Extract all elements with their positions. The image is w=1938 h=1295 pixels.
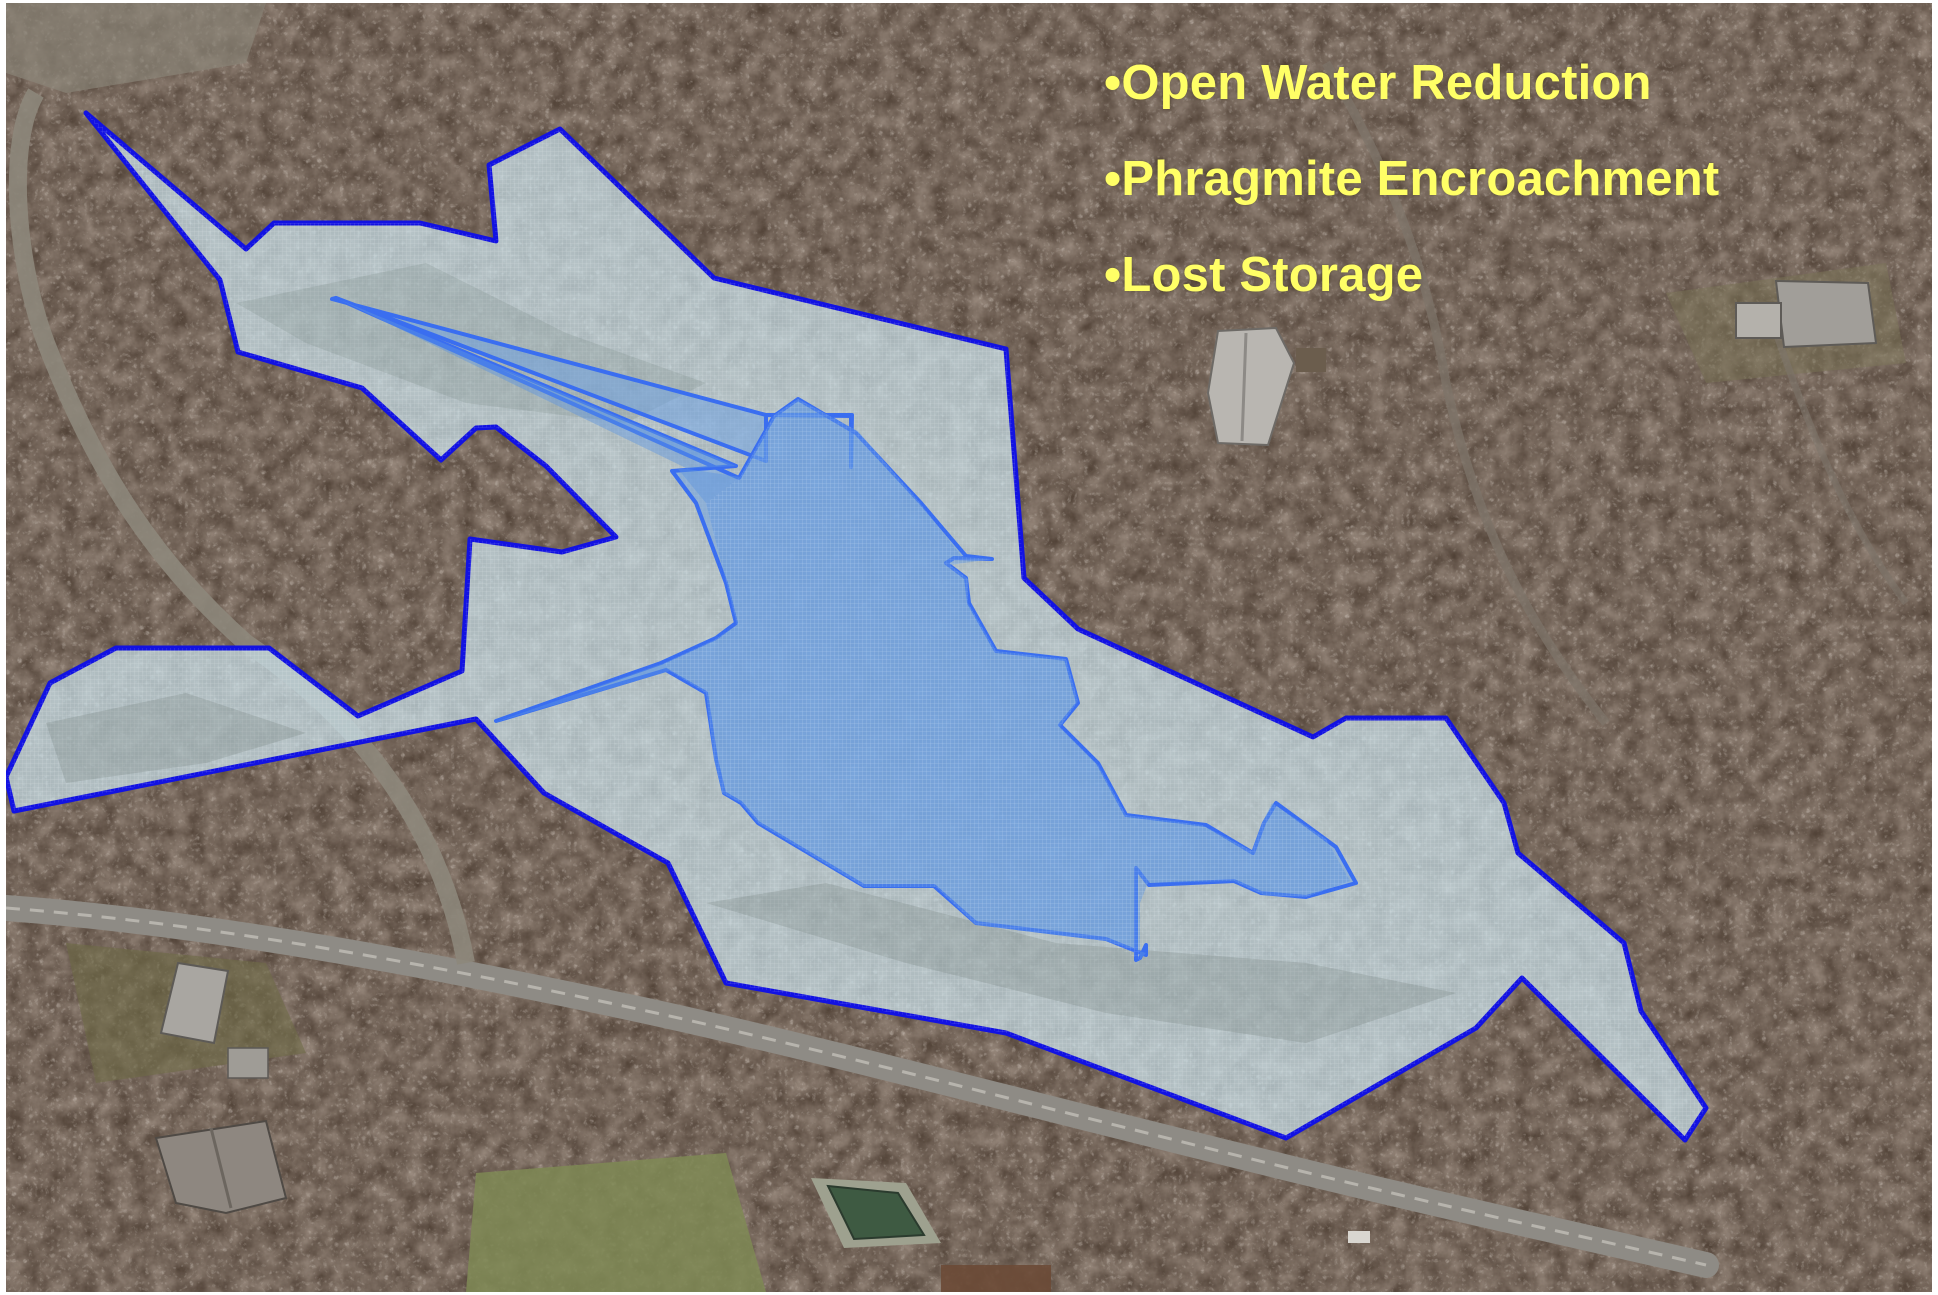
house-roof-icon — [1774, 279, 1878, 349]
aerial-map-canvas — [6, 3, 1932, 1292]
house-southwest — [154, 1119, 288, 1215]
bullet-open-water-reduction: •Open Water Reduction — [1104, 56, 1652, 110]
bullet-phragmite-encroachment: •Phragmite Encroachment — [1104, 152, 1720, 206]
ridge-path — [1322, 60, 1610, 726]
car — [1348, 1231, 1370, 1243]
house-southwest-ridge — [209, 1127, 233, 1209]
phragmite-shading-south — [706, 883, 1456, 1043]
aerial-map: •Open Water Reduction •Phragmite Encroac… — [6, 3, 1932, 1292]
ridge-path-east — [1762, 301, 1909, 606]
house-east-wing — [1735, 302, 1782, 339]
house-roadside-garage — [227, 1047, 269, 1079]
barn-roof — [941, 1265, 1051, 1292]
phragmite-shading-west — [46, 693, 306, 783]
house-roadside — [159, 961, 269, 1079]
house-hilltop-deck — [1296, 348, 1326, 372]
lawn-bottom-left — [466, 1153, 766, 1292]
issue-list: •Open Water Reduction •Phragmite Encroac… — [1104, 35, 1719, 323]
house-roof-ridge — [1240, 332, 1248, 442]
clearing-top-left — [6, 3, 266, 93]
house-east — [1735, 279, 1878, 349]
pool-area — [811, 1178, 941, 1248]
house-roof-icon — [1206, 326, 1296, 447]
pool-icon — [826, 1184, 926, 1241]
road-edge-line — [6, 906, 1707, 1267]
house-roof-icon — [159, 961, 230, 1045]
west-path — [8, 88, 475, 965]
current-open-water-mesh — [664, 399, 1350, 960]
bullet-lost-storage: •Lost Storage — [1104, 248, 1424, 302]
house-hilltop — [1206, 326, 1326, 447]
